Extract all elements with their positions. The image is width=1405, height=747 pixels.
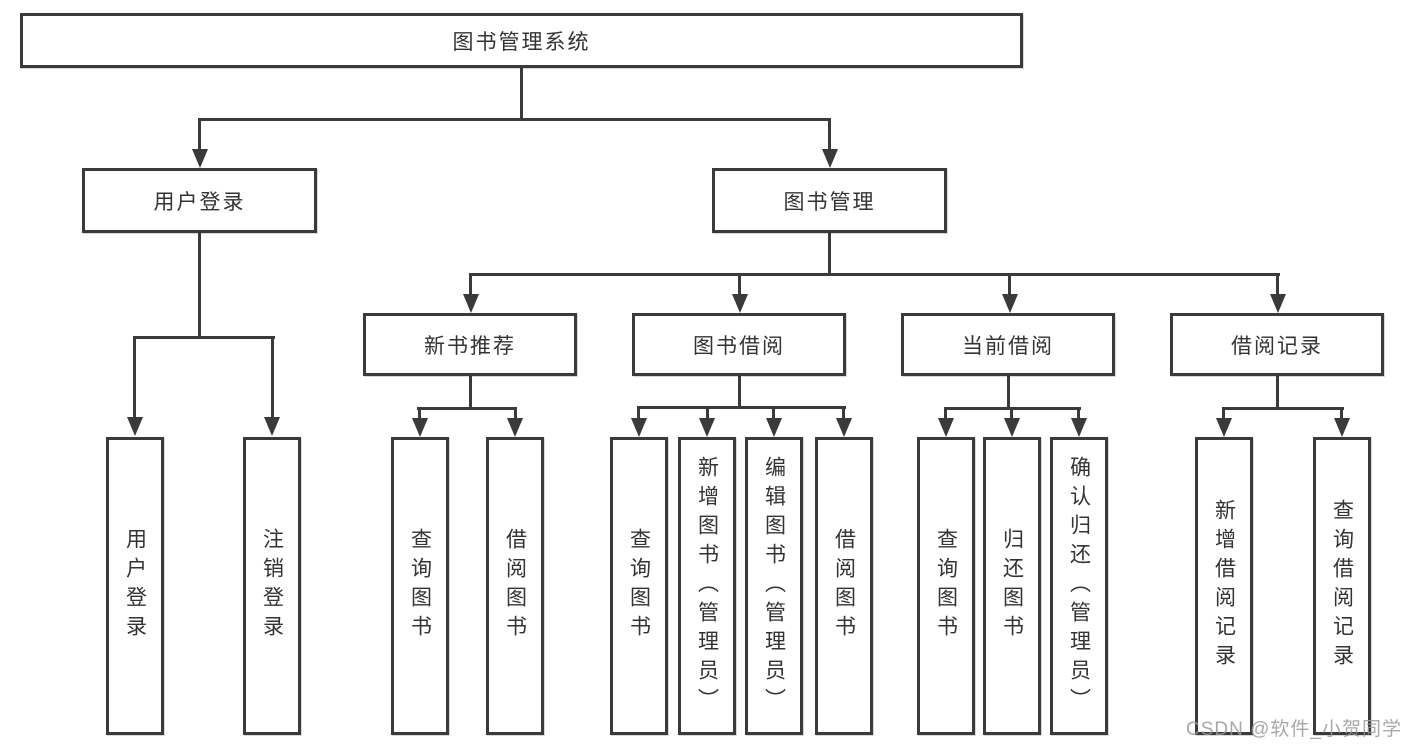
node-label: 编辑图书（管理员） [762,455,786,717]
connector [706,406,709,421]
arrow-down-icon [264,417,280,436]
node-label: 查询借阅记录 [1330,499,1354,673]
connector [469,376,472,410]
arrow-down-icon [127,417,143,436]
connector [1007,376,1010,410]
leaf-borrow-books-recommend: 借阅图书 [486,437,544,735]
connector [198,233,201,339]
arrow-down-icon [836,418,852,437]
connector [1222,407,1344,410]
arrow-down-icon [1270,294,1286,313]
node-label: 借阅记录 [1231,334,1323,358]
connector [772,406,775,421]
node-label: 用户登录 [153,190,246,214]
node-label: 注销登录 [260,528,284,644]
connector [469,273,472,297]
connector [1340,407,1343,421]
connector [469,273,1280,276]
csdn-watermark: CSDN @软件_小贺同学 [1186,719,1402,740]
node-label: 查询图书 [408,528,432,644]
node-current-borrow: 当前借阅 [901,313,1115,376]
node-label: 查询图书 [934,528,958,644]
connector [133,336,275,339]
connector [638,406,846,409]
arrow-down-icon [766,418,782,437]
node-label: 新增借阅记录 [1212,499,1236,673]
leaf-add-borrow-record: 新增借阅记录 [1195,437,1253,735]
connector [738,273,741,297]
connector [514,407,517,421]
arrow-down-icon [732,294,748,313]
node-label: 借阅图书 [832,528,856,644]
leaf-query-books-current: 查询图书 [917,437,975,735]
arrow-down-icon [1004,418,1020,437]
node-new-book-recommend: 新书推荐 [363,313,577,376]
node-label: 图书借阅 [693,334,785,358]
arrow-down-icon [1071,418,1087,437]
node-label: 当前借阅 [962,334,1054,358]
arrow-down-icon [1216,418,1232,437]
leaf-query-borrow-record: 查询借阅记录 [1313,437,1371,735]
connector [738,376,741,409]
connector [637,406,640,421]
arrow-down-icon [631,418,647,437]
arrow-down-icon [1334,418,1350,437]
connector [842,406,845,421]
arrow-down-icon [1002,294,1018,313]
connector [1008,273,1011,297]
connector [1222,407,1225,421]
connector [198,118,831,121]
arrow-down-icon [192,149,208,168]
node-label: 图书管理系统 [452,30,591,54]
arrow-down-icon [699,418,715,437]
node-label: 借阅图书 [503,528,527,644]
leaf-borrow-books: 借阅图书 [815,437,873,735]
leaf-logout: 注销登录 [243,437,301,735]
connector [417,407,517,410]
connector [828,118,831,150]
node-book-borrow: 图书借阅 [632,313,846,376]
leaf-query-books-borrow: 查询图书 [610,437,668,735]
arrow-down-icon [938,418,954,437]
node-book-management: 图书管理 [712,168,947,233]
connector [198,118,201,150]
node-label: 图书管理 [783,190,876,214]
node-label: 查询图书 [627,528,651,644]
connector [1077,407,1080,421]
leaf-edit-books-admin: 编辑图书（管理员） [745,437,803,735]
node-label: 确认归还（管理员） [1067,455,1091,717]
arrow-down-icon [507,418,523,437]
leaf-user-login: 用户登录 [106,437,164,735]
leaf-query-books-recommend: 查询图书 [391,437,449,735]
arrow-down-icon [822,149,838,168]
leaf-return-books: 归还图书 [983,437,1041,735]
node-label: 新书推荐 [424,334,516,358]
connector [944,407,947,421]
arrow-down-icon [412,418,428,437]
node-label: 新增图书（管理员） [695,455,719,717]
connector [271,336,274,419]
connector [1276,273,1279,297]
node-label: 用户登录 [123,528,147,644]
connector [418,407,421,421]
leaf-add-books-admin: 新增图书（管理员） [678,437,736,735]
connector [828,233,831,276]
connector [1010,407,1013,421]
arrow-down-icon [463,294,479,313]
connector [520,68,523,120]
connector [1276,376,1279,410]
node-borrow-records: 借阅记录 [1170,313,1384,376]
leaf-confirm-return-admin: 确认归还（管理员） [1050,437,1108,735]
connector [133,336,136,419]
node-root-library-system: 图书管理系统 [20,13,1023,68]
node-user-login: 用户登录 [82,168,317,233]
node-label: 归还图书 [1000,528,1024,644]
